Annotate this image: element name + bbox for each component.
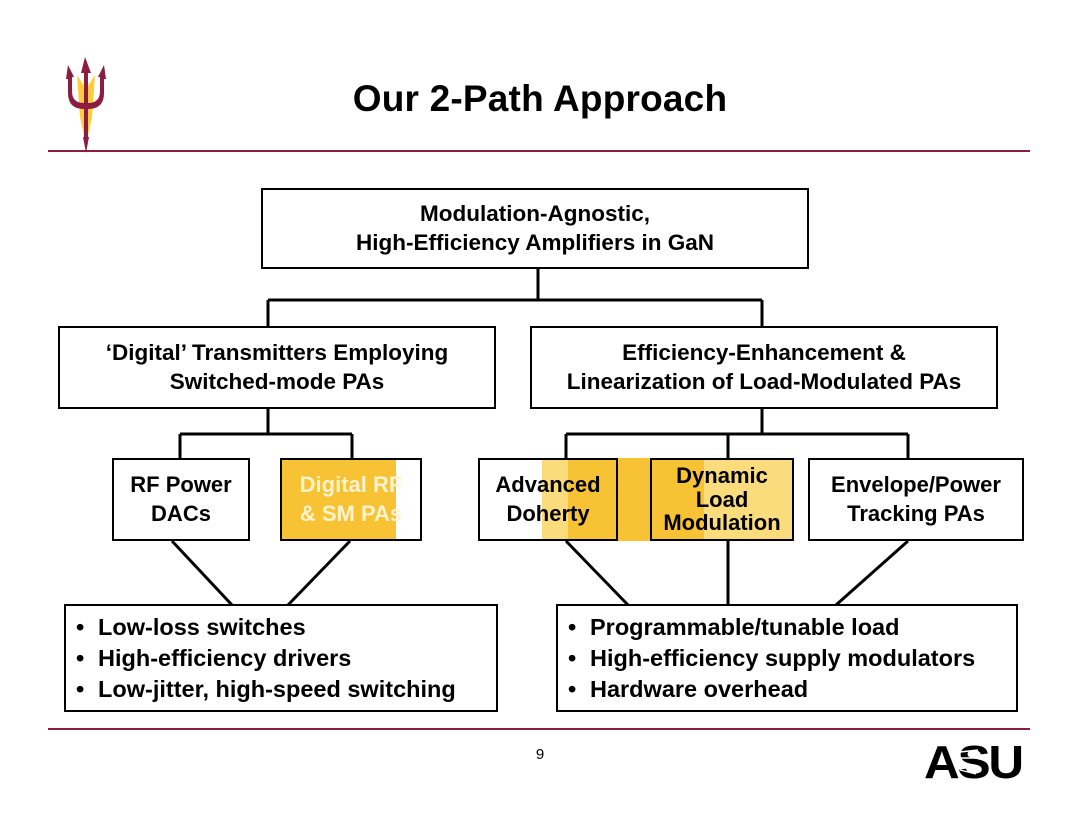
left-branch-line2: Switched-mode PAs <box>169 368 385 394</box>
leaf-dynamic-load: Dynamic Load Modulation <box>650 458 794 541</box>
right-challenges-list: Programmable/tunable load High-efficienc… <box>566 612 1016 705</box>
leaf-rf-power-dacs: RF Power DACs <box>112 458 250 541</box>
asu-pitchfork-logo <box>66 57 106 153</box>
root-box: Modulation-Agnostic, High-Efficiency Amp… <box>261 188 809 269</box>
left-branch-line1: ‘Digital’ Transmitters Employing <box>105 339 449 365</box>
page-number: 9 <box>535 746 545 763</box>
digital-rf-highlight <box>282 460 396 539</box>
left-challenges-box: Low-loss switches High-efficiency driver… <box>64 604 498 712</box>
digital-rf-line2: & SM PAs <box>299 500 403 526</box>
leaf-advanced-doherty: Advanced Doherty <box>478 458 618 541</box>
dynamic-load-line2: Load <box>695 486 749 512</box>
right-challenges-box: Programmable/tunable load High-efficienc… <box>556 604 1018 712</box>
rf-power-dacs-line2: DACs <box>151 500 211 526</box>
digital-rf-line1: Digital RF <box>299 472 403 498</box>
bridge-highlight <box>618 458 650 541</box>
list-item: Low-jitter, high-speed switching <box>74 674 496 705</box>
doherty-highlight <box>568 460 616 539</box>
doherty-highlight-light <box>542 460 570 539</box>
slide-title: Our 2-Path Approach <box>352 78 728 119</box>
list-item: Hardware overhead <box>566 674 1016 705</box>
advanced-doherty-line1: Advanced <box>495 472 601 498</box>
list-item: Low-loss switches <box>74 612 496 643</box>
list-item: High-efficiency supply modulators <box>566 643 1016 674</box>
envelope-tracking-line2: Tracking PAs <box>847 500 985 526</box>
header-rule <box>48 150 1030 152</box>
leaf-envelope-tracking: Envelope/Power Tracking PAs <box>808 458 1024 541</box>
root-line2: High-Efficiency Amplifiers in GaN <box>356 229 714 255</box>
list-item: Programmable/tunable load <box>566 612 1016 643</box>
envelope-tracking-line1: Envelope/Power <box>831 472 1001 498</box>
advanced-doherty-line2: Doherty <box>506 500 590 526</box>
footer-rule <box>48 728 1030 730</box>
leaf-digital-rf: Digital RF & SM PAs <box>280 458 422 541</box>
right-branch-box: Efficiency-Enhancement & Linearization o… <box>530 326 998 409</box>
right-branch-line1: Efficiency-Enhancement & <box>622 339 906 365</box>
dynamic-load-line1: Dynamic <box>676 462 768 488</box>
list-item: High-efficiency drivers <box>74 643 496 674</box>
asu-wordmark-text: ASU <box>924 738 1022 784</box>
dynamic-load-highlight-light <box>704 460 792 539</box>
right-branch-line2: Linearization of Load-Modulated PAs <box>566 368 962 394</box>
dynamic-load-line3: Modulation <box>663 510 781 536</box>
left-challenges-list: Low-loss switches High-efficiency driver… <box>74 612 496 705</box>
left-branch-box: ‘Digital’ Transmitters Employing Switche… <box>58 326 496 409</box>
root-line1: Modulation-Agnostic, <box>420 200 650 226</box>
dynamic-load-highlight <box>652 460 704 539</box>
asu-wordmark-logo: ASU <box>924 738 1024 784</box>
rf-power-dacs-line1: RF Power <box>130 472 232 498</box>
